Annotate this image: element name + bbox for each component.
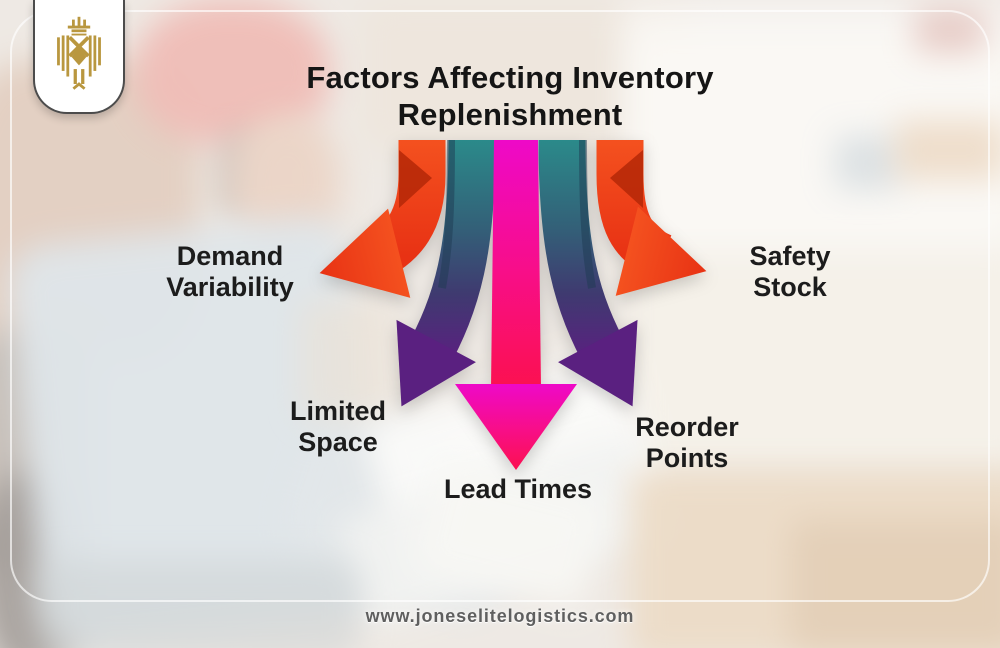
arrows-diagram [319,139,707,470]
factor-label-lead-times: Lead Times [443,474,593,504]
logo-badge [33,0,125,114]
factor-label-safety-stock: Safety Stock [749,241,831,302]
factor-label-limited-space: Limited Space [289,396,386,457]
arrow-demand-variability [319,140,446,298]
arrow-reorder-points [538,139,638,407]
website-url[interactable]: www.joneselitelogistics.com [365,606,635,626]
inner-frame-border [10,10,990,602]
factor-label-reorder-points: Reorder Points [635,412,739,473]
arrow-safety-stock [596,140,707,296]
factor-label-demand-variability: Demand Variability [166,241,294,302]
crest-lion-logo-icon [57,16,101,90]
page-title: Factors Affecting Inventory Replenishmen… [306,59,714,132]
arrow-lead-times [455,140,577,470]
arrow-limited-space [396,139,496,407]
